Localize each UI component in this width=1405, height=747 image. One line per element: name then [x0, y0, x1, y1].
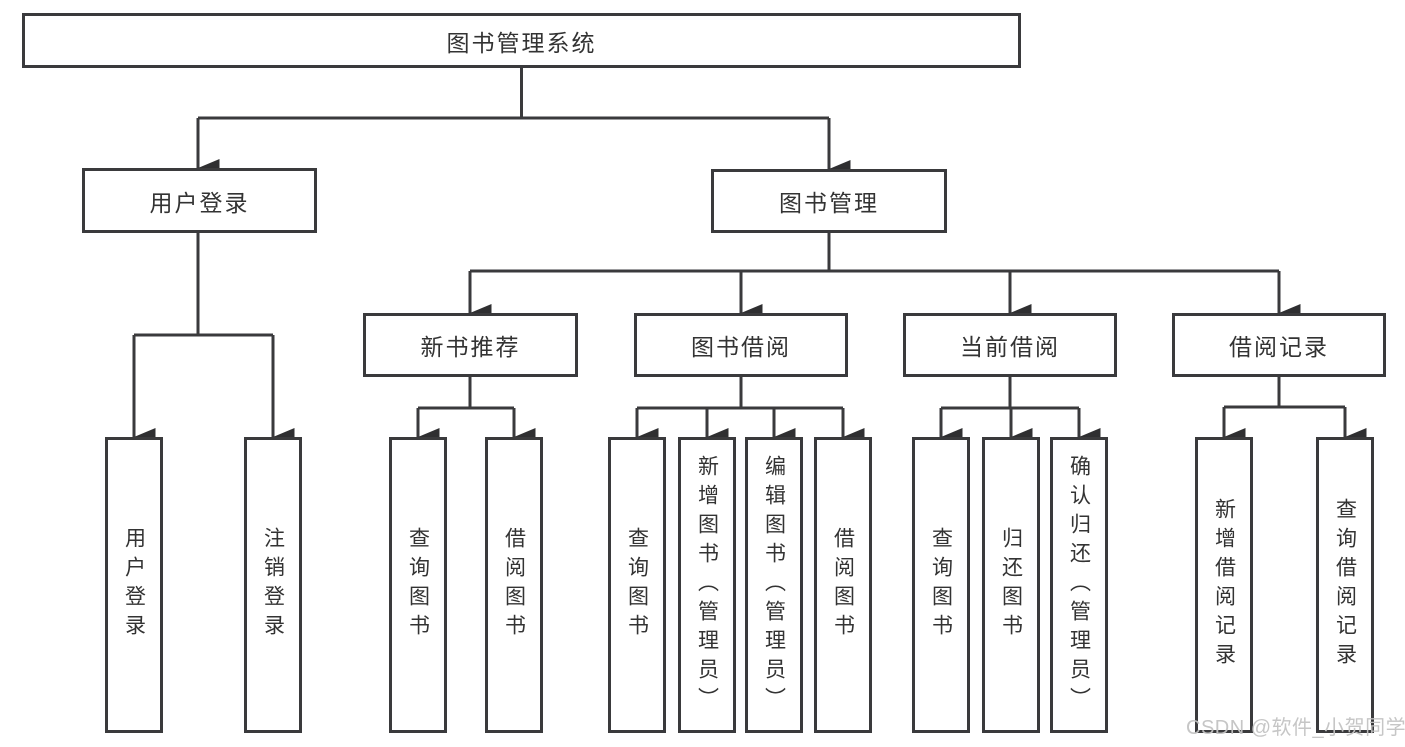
- node-borrowing-records: 借阅记录: [1172, 313, 1386, 377]
- leaf-logout-login: 注销登录: [244, 437, 302, 733]
- leaf-edit-books-admin-label: 编辑图书（管理员）: [762, 454, 786, 716]
- node-library-system: 图书管理系统: [22, 13, 1021, 68]
- connector-user-login-children: [132, 233, 295, 446]
- leaf-query-books-recommend-label: 查询图书: [406, 527, 430, 643]
- leaf-borrow-books-borrowing-label: 借阅图书: [831, 527, 855, 643]
- connector-root-to-level2: [196, 68, 851, 178]
- node-book-borrowing: 图书借阅: [634, 313, 848, 377]
- connector-book-mgmt-children: [468, 233, 1301, 322]
- leaf-logout-login-label: 注销登录: [261, 527, 285, 643]
- connector-new-book-recommend-children: [416, 377, 536, 446]
- leaf-query-books-borrowing: 查询图书: [608, 437, 666, 733]
- leaf-query-books-current-label: 查询图书: [929, 527, 953, 643]
- watermark: CSDN @软件_小贺同学: [1186, 717, 1405, 739]
- leaf-add-borrow-record-label: 新增借阅记录: [1212, 498, 1236, 672]
- node-new-book-recommend: 新书推荐: [363, 313, 578, 377]
- node-current-borrowing: 当前借阅: [903, 313, 1117, 377]
- leaf-borrow-books-recommend-label: 借阅图书: [502, 527, 526, 643]
- leaf-confirm-return-admin: 确认归还（管理员）: [1050, 437, 1108, 733]
- leaf-add-books-admin: 新增图书（管理员）: [678, 437, 736, 733]
- leaf-query-borrow-record: 查询借阅记录: [1316, 437, 1374, 733]
- leaf-add-books-admin-label: 新增图书（管理员）: [695, 454, 719, 716]
- leaf-user-login-label: 用户登录: [122, 527, 146, 643]
- leaf-borrow-books-borrowing: 借阅图书: [814, 437, 872, 733]
- connector-borrowing-records-children: [1222, 377, 1367, 446]
- leaf-add-borrow-record: 新增借阅记录: [1195, 437, 1253, 733]
- connector-current-borrowing-children: [939, 377, 1101, 446]
- node-book-management: 图书管理: [711, 169, 947, 233]
- leaf-query-borrow-record-label: 查询借阅记录: [1333, 498, 1357, 672]
- leaf-query-books-recommend: 查询图书: [389, 437, 447, 733]
- leaf-edit-books-admin: 编辑图书（管理员）: [745, 437, 803, 733]
- leaf-return-books: 归还图书: [982, 437, 1040, 733]
- node-user-login: 用户登录: [82, 168, 317, 233]
- leaf-confirm-return-admin-label: 确认归还（管理员）: [1067, 454, 1091, 716]
- leaf-user-login: 用户登录: [105, 437, 163, 733]
- leaf-return-books-label: 归还图书: [999, 527, 1023, 643]
- connector-book-borrowing-children: [635, 377, 865, 446]
- leaf-query-books-borrowing-label: 查询图书: [625, 527, 649, 643]
- leaf-borrow-books-recommend: 借阅图书: [485, 437, 543, 733]
- leaf-query-books-current: 查询图书: [912, 437, 970, 733]
